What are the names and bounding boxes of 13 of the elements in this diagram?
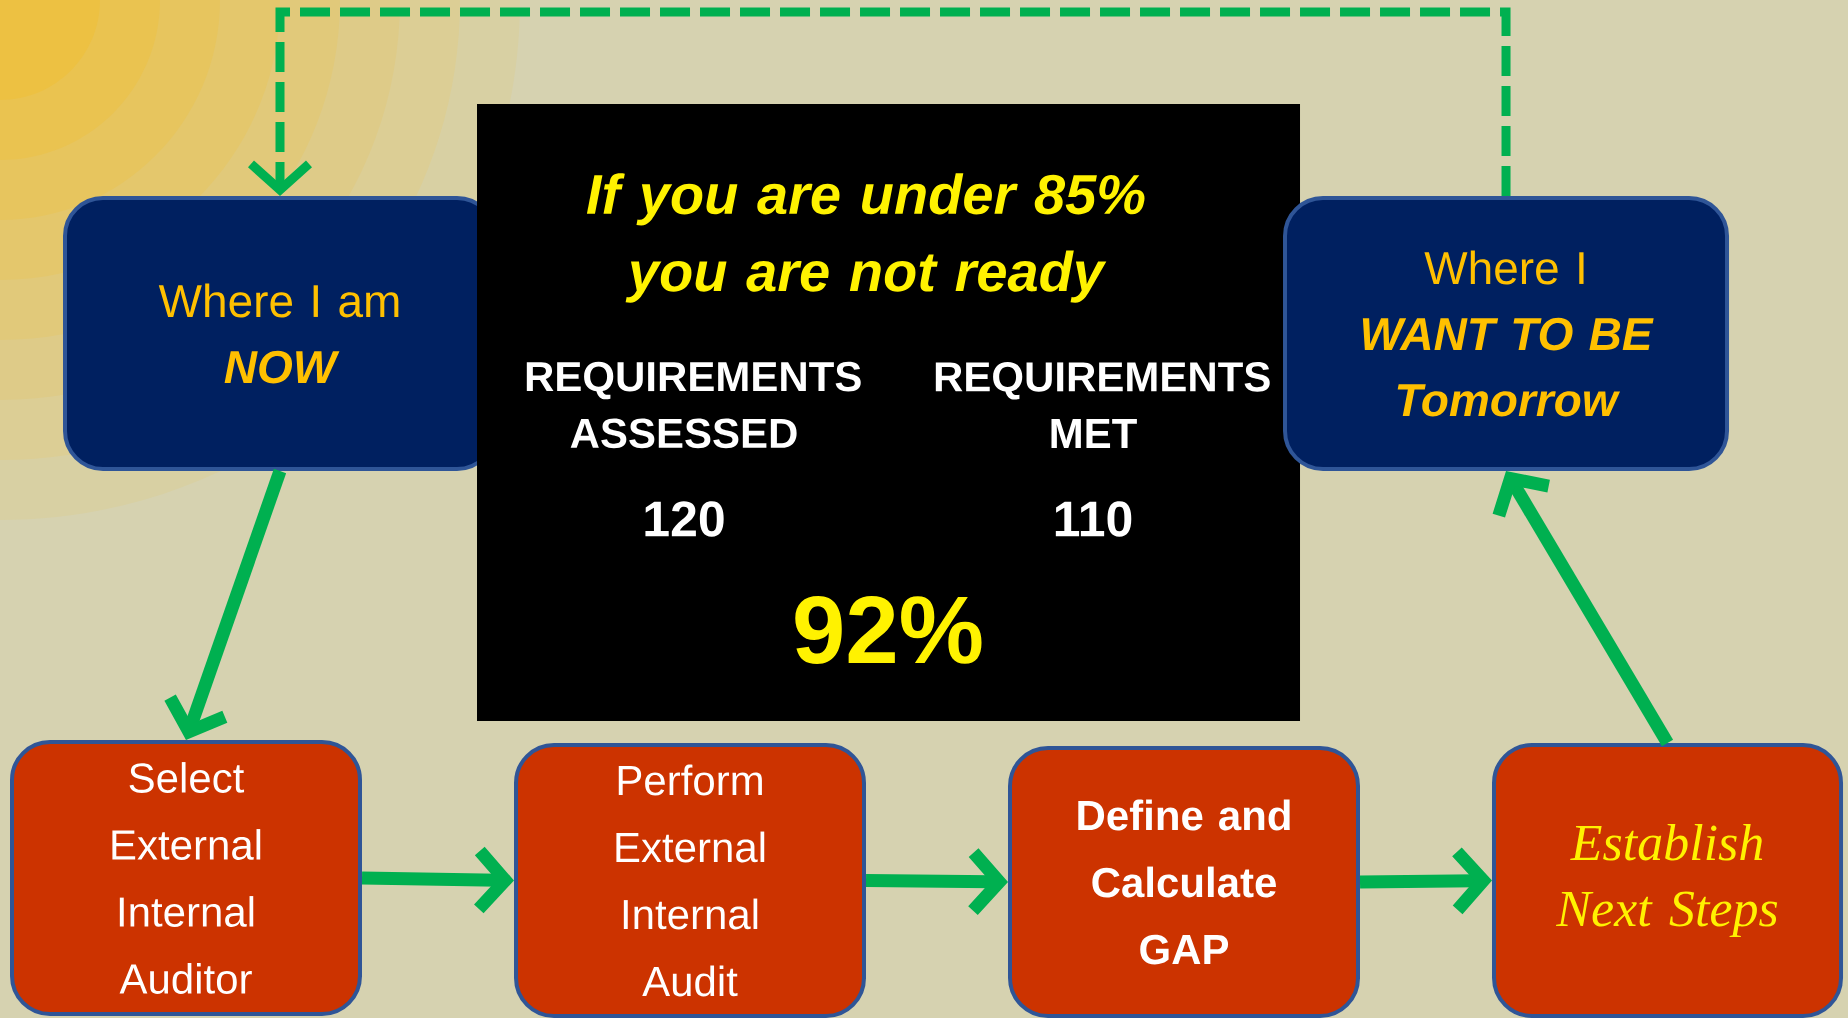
step-box: Define and Calculate GAP [1008,746,1360,1018]
step-box: Perform External Internal Audit [514,743,866,1018]
text-panel: If you are under 85% you are not ready REQUIREMENTS ASSESSED REQUIREMENTS MET 120 110 92% [477,104,1300,721]
step-box: Establish Next Steps [1492,743,1843,1018]
arrow [1492,471,1674,747]
step-box: Select External Internal Auditor [10,740,362,1016]
arrow [248,7,1511,196]
arrow [865,848,1008,915]
status-box: Where I WANT TO BE Tomorrow [1283,196,1729,471]
status-box: Where I am NOW [63,196,497,471]
arrow [164,468,287,740]
arrow [1359,847,1492,915]
arrow [361,846,514,914]
